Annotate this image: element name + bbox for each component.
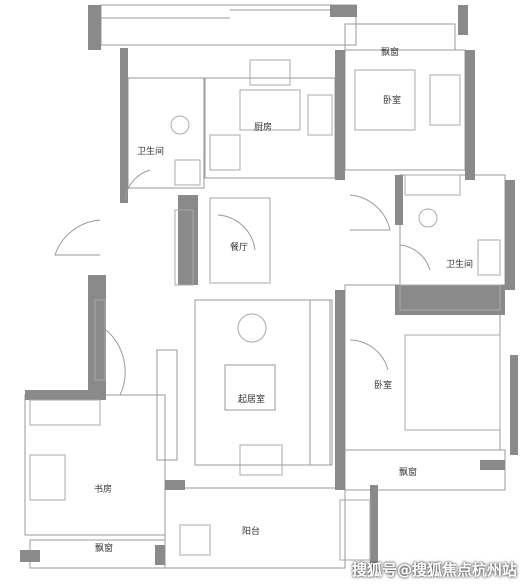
- room-label-living: 起居室: [238, 395, 266, 405]
- room-label-bay-window-bottom: 飘窗: [95, 544, 114, 554]
- room-label-bay-window-right: 飘窗: [399, 468, 418, 478]
- room-label-bedroom-top: 卧室: [383, 96, 402, 106]
- watermark: 搜狐号@搜狐焦点杭州站: [351, 561, 517, 579]
- room-label-bathroom-right: 卫生间: [446, 260, 474, 270]
- room-label-balcony: 阳台: [242, 527, 261, 537]
- room-label-dining: 餐厅: [230, 243, 249, 253]
- room-label-study: 书房: [94, 485, 113, 495]
- door-swings: [54, 169, 431, 396]
- room-label-bay-window-top: 飘窗: [381, 48, 400, 58]
- room-label-bedroom-right: 卧室: [374, 381, 393, 391]
- room-label-bathroom-left: 卫生间: [137, 147, 165, 157]
- room-label-kitchen: 厨房: [254, 123, 273, 133]
- fixtures: [29, 59, 501, 561]
